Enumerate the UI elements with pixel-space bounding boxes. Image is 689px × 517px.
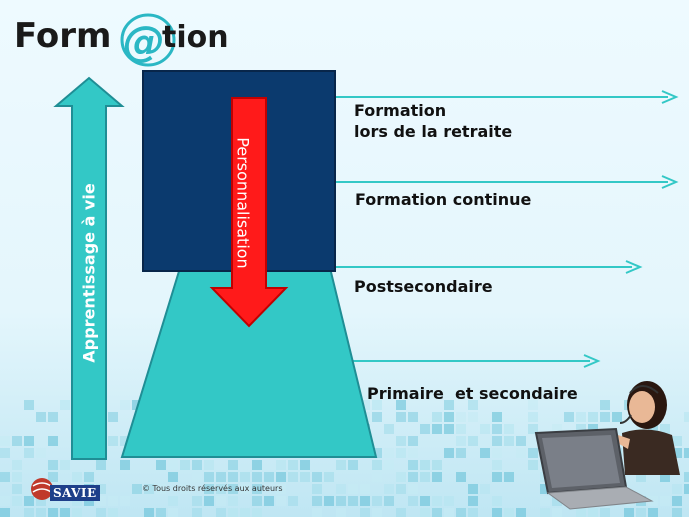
title-at: @ [123,17,165,66]
level-label-primary-secondary: Primaire et secondaire [367,384,578,403]
lifelong-learning-label: Apprentissage à vie [79,183,99,363]
level-label-postsecondary: Postsecondaire [354,277,493,296]
copyright-notice: © Tous droits réservés aux auteurs [142,484,283,493]
savie-logo-text: SAVIE [50,485,100,501]
level-label-retirement-line1: Formation [354,101,447,120]
lifelong-learning-arrow [53,76,125,460]
title-suffix: tion [162,20,229,55]
person-with-laptop-illustration [534,381,680,510]
level-label-continuing: Formation continue [355,190,532,209]
level-arrow-postsecondary [335,260,643,274]
title-prefix: Form [14,16,111,56]
savie-logo [31,478,53,500]
level-arrow-continuing [335,175,679,189]
level-arrow-retirement [335,90,679,104]
level-label-retirement-line2: lors de la retraite [354,122,513,141]
personalization-arrow [209,97,289,328]
level-label-retirement: Formation lors de la retraite [354,100,512,142]
slide-title: Form @ tion [14,13,229,67]
title-at-logo: @ [120,13,176,67]
personalization-label: Personnalisation [233,137,253,269]
level-arrow-primary-secondary [340,354,601,368]
